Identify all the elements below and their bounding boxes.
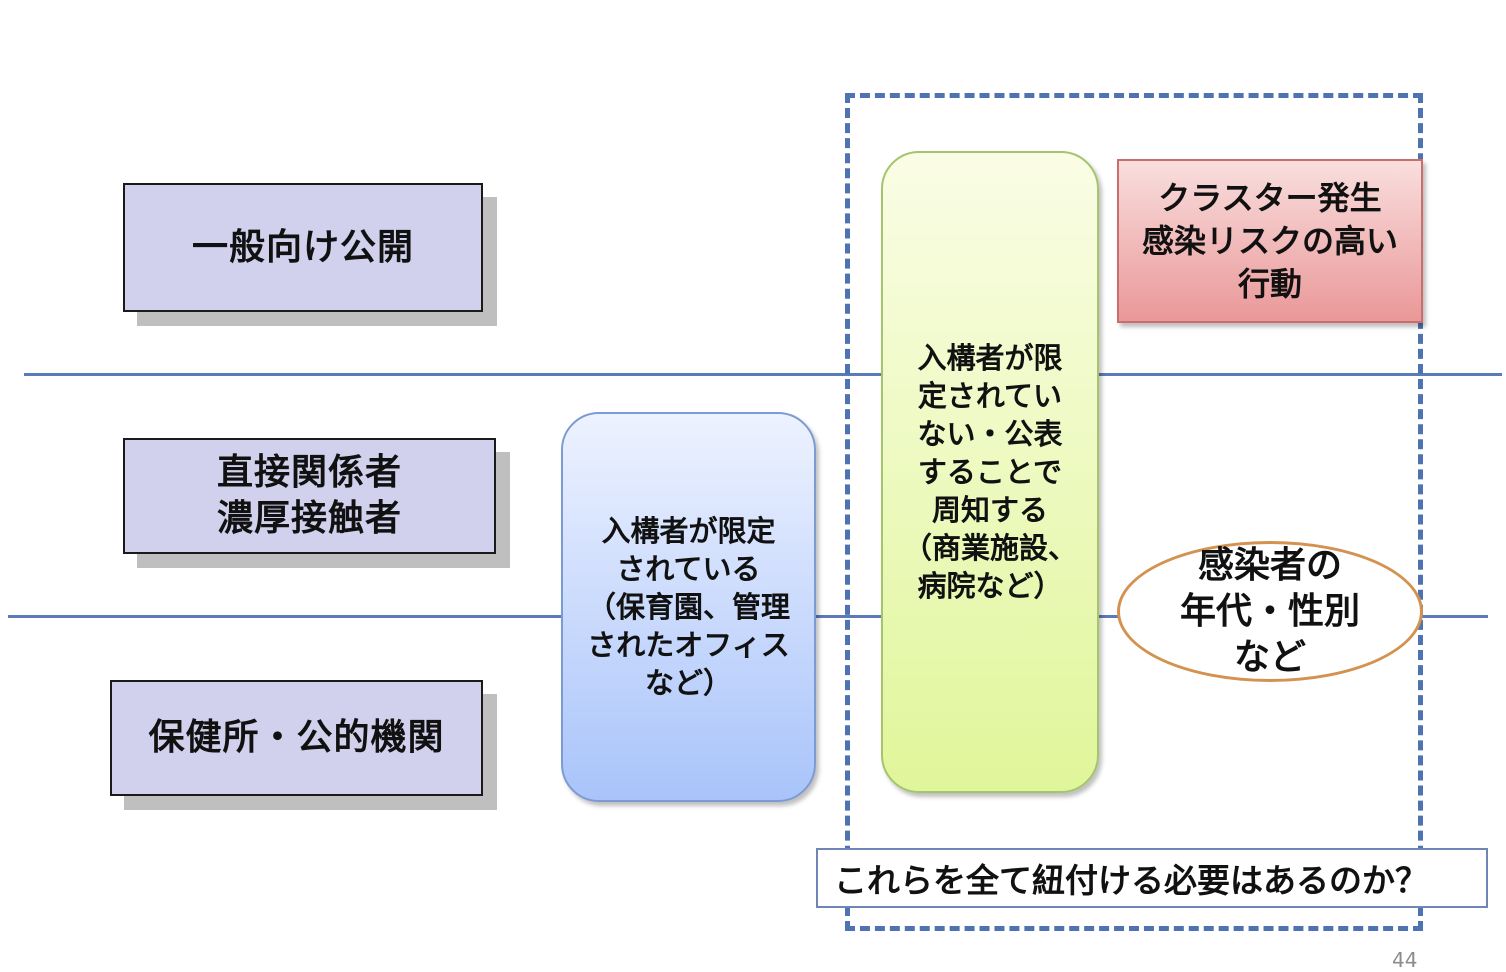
- question-box: これらを全て紐付ける必要はあるのか？: [816, 848, 1488, 908]
- limited-access-box: 入構者が限定 されている （保育園、管理 されたオフィス など）: [561, 412, 816, 802]
- row-label-public: 一般向け公開: [123, 183, 483, 312]
- page-number: 44: [1392, 948, 1418, 972]
- divider-line-top: [24, 373, 1502, 376]
- unlimited-access-box: 入構者が限 定されてい ない・公表 することで 周知する （商業施設、 病院など…: [881, 151, 1099, 793]
- row-label-public-health: 保健所・公的機関: [110, 680, 483, 796]
- cluster-risk-box: クラスター発生 感染リスクの高い 行動: [1117, 159, 1423, 323]
- dashed-scope-frame: [845, 93, 1423, 931]
- patient-info-ellipse: 感染者の 年代・性別 など: [1117, 541, 1423, 682]
- row-label-close-contacts: 直接関係者 濃厚接触者: [123, 438, 496, 554]
